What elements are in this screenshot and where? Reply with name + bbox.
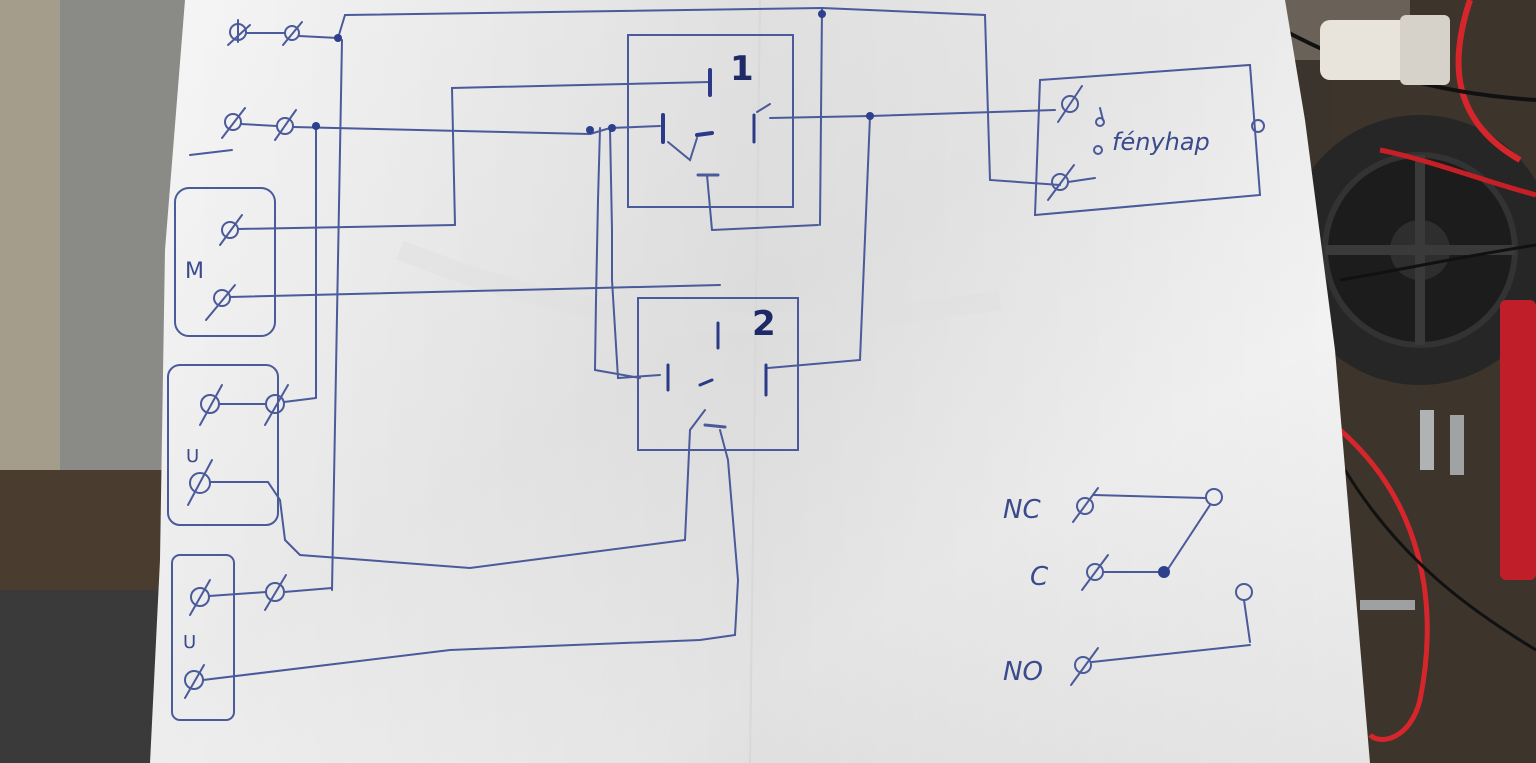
- junction-dots: [312, 10, 1170, 578]
- legend-nc-label: NC: [1003, 495, 1041, 525]
- legend-c-label: C: [1030, 562, 1049, 592]
- terminal-u-label-upper: U: [186, 446, 199, 467]
- motor-label: M: [185, 259, 204, 284]
- wiring-diagram: [167, 6, 1265, 721]
- terminal-box-lower: [171, 554, 235, 721]
- motor-terminal-box: [174, 187, 276, 337]
- relay-2-number: 2: [752, 304, 776, 344]
- light-switch-label: fényhap: [1112, 128, 1210, 156]
- paper-sheet: [150, 0, 1370, 763]
- terminal-box-upper: [167, 364, 279, 526]
- relay-2-box: [637, 297, 799, 451]
- metal-parts: [1320, 15, 1536, 610]
- legend-no-label: NO: [1003, 657, 1043, 687]
- terminal-u-label-lower: U: [183, 632, 196, 653]
- light-switch-box: [1033, 63, 1262, 217]
- relay-1-number: 1: [730, 49, 754, 89]
- cable-reel: [1285, 115, 1536, 385]
